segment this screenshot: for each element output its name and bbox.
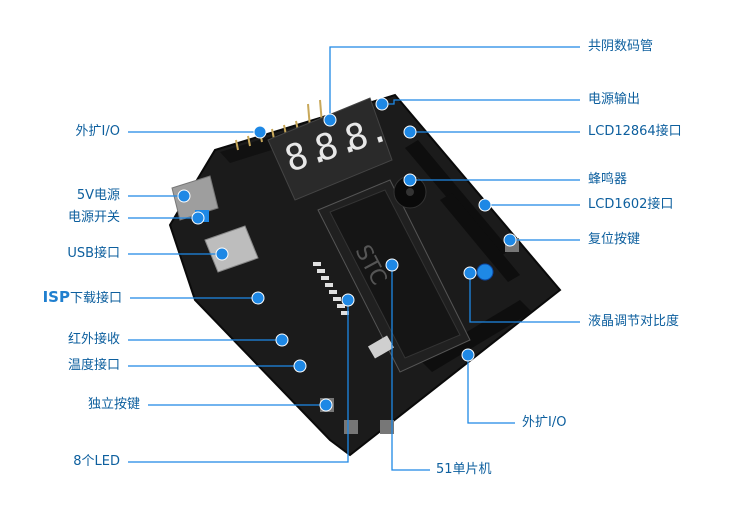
label-isp-prefix: ISP: [42, 288, 70, 306]
led-array: [313, 262, 349, 315]
buzzer-hole: [406, 188, 414, 196]
label-ir-receiver: 红外接收: [67, 332, 120, 347]
line-contrast: [469, 273, 580, 323]
label-power-switch: 电源开关: [67, 210, 120, 225]
dev-board: 8. 8. 8. STC: [168, 93, 562, 457]
crystal: [367, 335, 395, 359]
line-leds: [128, 300, 349, 463]
callout-lines: [128, 46, 580, 471]
dot-reset: [503, 233, 517, 247]
line-common-anode: [329, 46, 580, 120]
lcd12864-header: [405, 140, 510, 258]
dot-leds: [341, 293, 355, 307]
label-lcd12864: LCD12864接口: [588, 124, 682, 139]
dot-contrast: [463, 266, 477, 280]
line-ext-io-bottom: [467, 355, 515, 424]
label-buzzer: 蜂鸣器: [588, 172, 628, 187]
label-isp-download: ISP下载接口: [20, 289, 122, 307]
label-ext-io-left: 外扩I/O: [75, 124, 120, 139]
label-isp-suffix: 下载接口: [69, 291, 122, 306]
label-lcd1602: LCD1602接口: [588, 197, 674, 212]
contrast-pot: [476, 263, 494, 281]
dot-lcd1602: [478, 198, 492, 212]
dot-common-anode: [323, 113, 337, 127]
callout-dots: [177, 97, 517, 412]
label-8-leds: 8个LED: [73, 454, 120, 469]
dot-mcu: [385, 258, 399, 272]
label-ext-io-bottom: 外扩I/O: [522, 415, 567, 430]
lcd1602-header: [440, 193, 520, 282]
label-usb-interface: USB接口: [67, 246, 120, 261]
label-5v-power: 5V电源: [76, 188, 120, 203]
dot-temp: [293, 359, 307, 373]
dot-power-switch: [191, 211, 205, 225]
dot-5v: [177, 189, 191, 203]
label-common-anode-display: 共阴数码管: [588, 39, 654, 54]
dot-lcd12864: [403, 125, 417, 139]
label-temp-interface: 温度接口: [67, 358, 120, 373]
dc-jack: [171, 175, 219, 221]
line-power-output: [382, 99, 580, 105]
dot-isp: [251, 291, 265, 305]
key-button-2: [344, 420, 358, 434]
label-power-output: 电源输出: [588, 92, 641, 107]
seven-segment-display: 8. 8. 8.: [267, 97, 394, 201]
line-mcu: [391, 265, 430, 471]
dot-ext-io-bottom: [461, 348, 475, 362]
dot-buzzer: [403, 173, 417, 187]
dot-ir: [275, 333, 289, 347]
label-independent-keys: 独立按键: [87, 397, 140, 412]
usb-port: [204, 225, 259, 273]
label-reset-button: 复位按键: [588, 232, 641, 247]
dot-power-output: [375, 97, 389, 111]
label-lcd-contrast: 液晶调节对比度: [588, 314, 680, 329]
dot-usb: [215, 247, 229, 261]
label-mcu-51: 51单片机: [436, 462, 492, 477]
dot-ext-io-left: [253, 125, 267, 139]
dot-keys: [319, 398, 333, 412]
bottom-pin-header: [420, 300, 532, 372]
key-button-3: [380, 420, 394, 434]
mcu-chip: [329, 189, 461, 359]
